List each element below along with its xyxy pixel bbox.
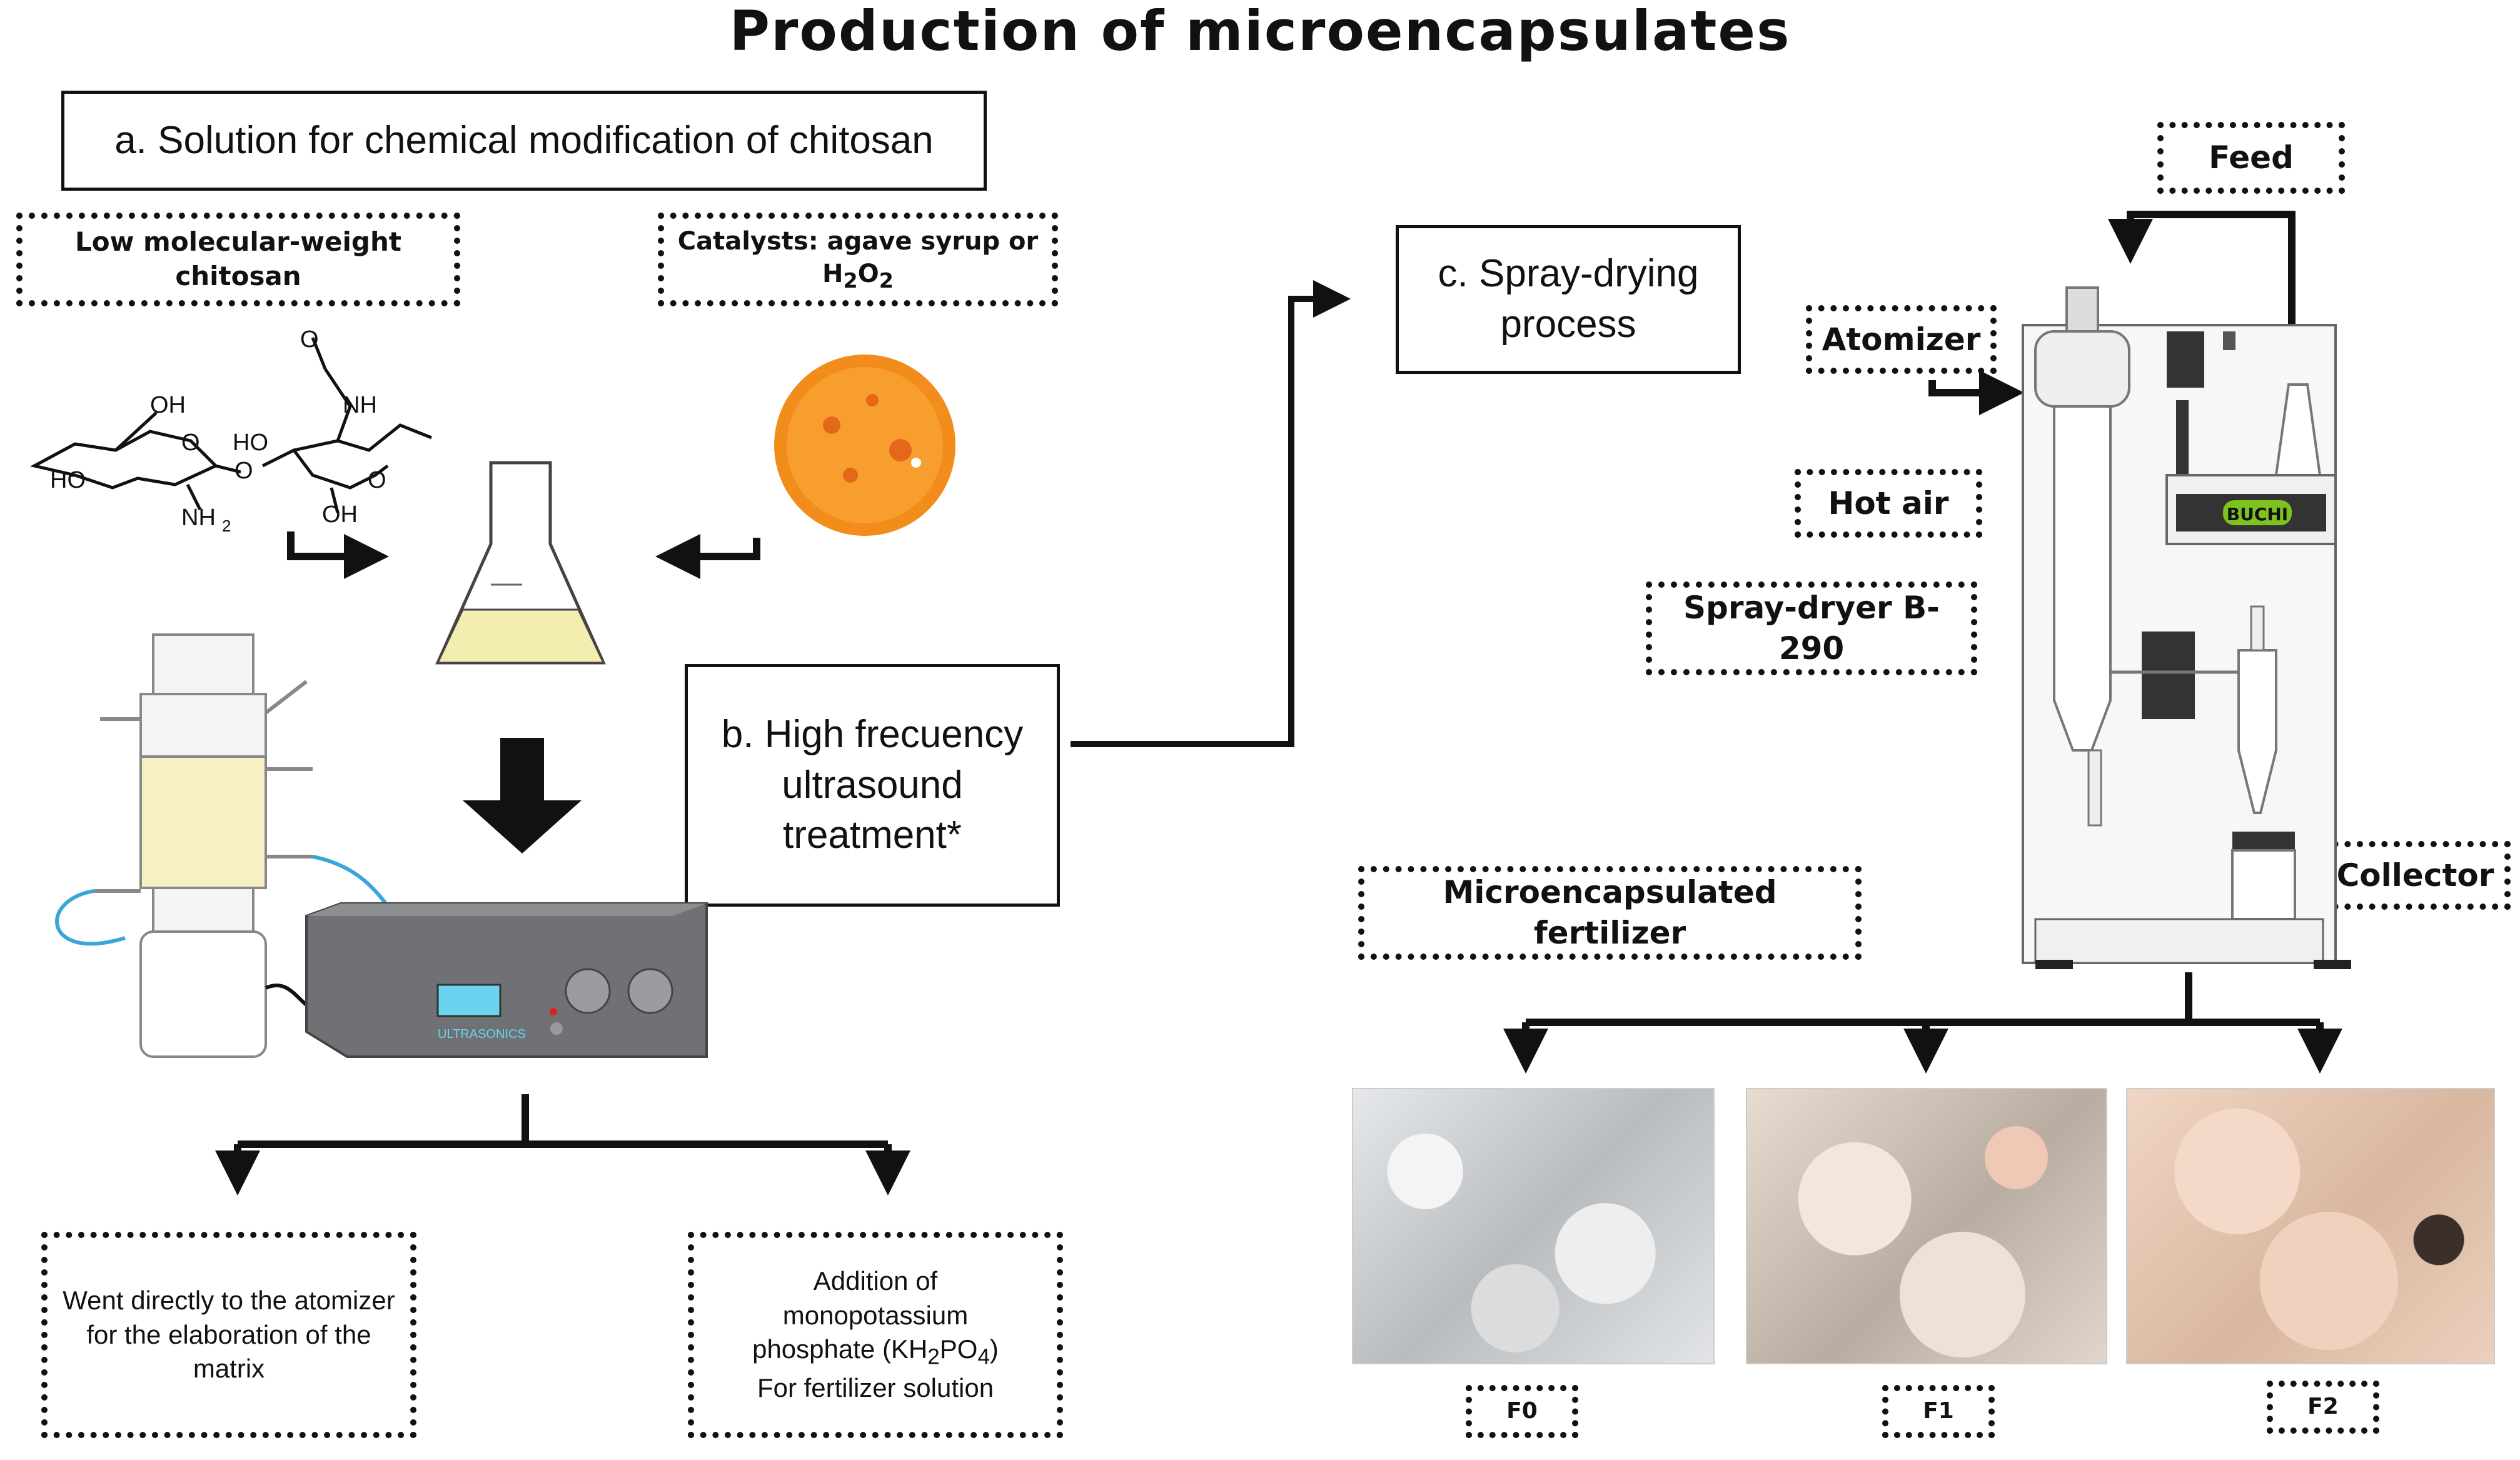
tree-arrows-left: [215, 1094, 910, 1196]
label-ho1: HO: [50, 467, 86, 493]
outcome-line-3: phosphate (KH2PO4): [752, 1334, 999, 1369]
arrow-atomizer: [1928, 370, 2024, 415]
sample-f2-label: F2: [2307, 1394, 2339, 1420]
chitosan-box: Low molecular-weight chitosan: [16, 213, 460, 306]
chitosan-structure: [29, 337, 432, 513]
chitosan-label: Low molecular-weight chitosan: [75, 226, 401, 291]
sample-f1-label: F1: [1923, 1398, 1954, 1424]
outcome-atomizer-box: Went directly to the atomizer for the el…: [41, 1232, 416, 1438]
feed-label: Feed: [2209, 139, 2294, 176]
label-nh: NH: [343, 392, 377, 418]
step-c-box: c. Spray-drying process: [1396, 225, 1741, 374]
label-o-top: O: [300, 326, 319, 353]
atomizer-box: Atomizer: [1806, 305, 1997, 374]
catalyst-label: Catalysts: agave syrup or: [677, 226, 1039, 256]
step-c-label: c. Spray-drying process: [1438, 252, 1699, 346]
sample-photo-f0: [1352, 1088, 1715, 1364]
erlenmeyer-flask: [435, 461, 606, 665]
outcome-line-2: monopotassium: [782, 1300, 969, 1330]
structure-labels: OH O HO NH 2 HO O O NH O OH: [50, 326, 386, 535]
outcome-atomizer-label: Went directly to the atomizer for the el…: [63, 1286, 395, 1384]
hot-air-label: Hot air: [1828, 485, 1949, 521]
label-ho2: HO: [233, 430, 268, 456]
generator-brand: ULTRASONICS: [438, 1027, 526, 1041]
sample-f2-tag: F2: [2267, 1381, 2379, 1434]
model-box: Spray-dryer B-290: [1646, 581, 1977, 675]
product-label: Microencapsulated fertilizer: [1443, 874, 1777, 951]
spray-dryer-machine: BUCHI: [2022, 286, 2351, 969]
sample-photo-f2: [2126, 1088, 2495, 1364]
feed-box: Feed: [2157, 122, 2345, 194]
arrow-catalyst-to-flask: [655, 534, 760, 579]
outcome-line-4: For fertilizer solution: [757, 1373, 994, 1403]
atomizer-label: Atomizer: [1822, 321, 1981, 358]
step-b-box: b. High frecuency ultrasound treatment*: [685, 664, 1060, 907]
outcome-fertilizer-box: Addition of monopotassium phosphate (KH2…: [688, 1232, 1063, 1438]
arrow-chitosan-to-flask: [287, 531, 389, 579]
arrow-step-b-to-c: [1071, 280, 1351, 747]
model-label: Spray-dryer B-290: [1683, 590, 1940, 667]
label-nh2: NH: [181, 505, 216, 531]
arrow-flask-to-reactor: [463, 738, 582, 853]
product-box: Microencapsulated fertilizer: [1358, 866, 1862, 960]
step-a-label: a. Solution for chemical modification of…: [114, 118, 934, 162]
sample-f0-tag: F0: [1466, 1385, 1578, 1438]
collector-box: Collector: [2320, 841, 2511, 910]
catalyst-sphere: [774, 355, 955, 536]
page-title: Production of microencapsulates: [729, 0, 1791, 63]
outcome-line-1: Addition of: [813, 1266, 938, 1296]
sample-f1-tag: F1: [1882, 1385, 1995, 1438]
label-nh2-sub: 2: [222, 516, 231, 535]
hot-air-box: Hot air: [1795, 469, 1982, 538]
label-oh2: OH: [322, 501, 358, 528]
catalyst-box: Catalysts: agave syrup or H2O2: [658, 213, 1058, 306]
arrow-feed: [2108, 211, 2296, 347]
label-oh1: OH: [150, 392, 186, 418]
tree-arrows-right: [1503, 972, 2342, 1074]
ultrasound-generator: ULTRASONICS: [305, 902, 708, 1058]
catalyst-formula: H2O2: [822, 259, 894, 293]
dryer-brand: BUCHI: [2227, 504, 2288, 525]
step-a-box: a. Solution for chemical modification of…: [61, 91, 987, 191]
cable-left: [55, 889, 126, 946]
sample-photo-f1: [1746, 1088, 2107, 1364]
label-o-ring1: O: [181, 430, 200, 456]
step-b-label: b. High frecuency ultrasound treatment*: [721, 713, 1024, 857]
jacketed-reactor: [94, 633, 313, 1058]
label-o-link: O: [234, 458, 253, 484]
label-o-ring2: O: [368, 467, 386, 493]
collector-label: Collector: [2336, 857, 2494, 894]
sample-f0-label: F0: [1506, 1398, 1538, 1424]
